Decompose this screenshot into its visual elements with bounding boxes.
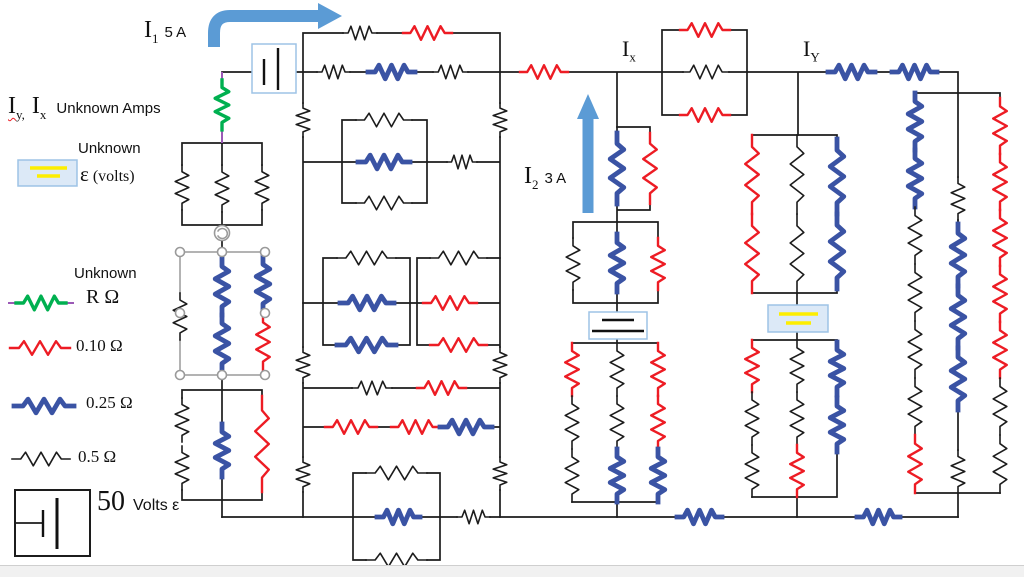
i2-value: 3 A: [544, 170, 567, 187]
selected-group-resistors: [172, 256, 270, 372]
battery-plates: [262, 48, 280, 90]
legend-emf-line2: ε (volts): [80, 164, 135, 186]
ladder-wires: [302, 257, 501, 518]
legend-50v-label: 50 Volts ε: [97, 488, 179, 516]
battery-plates: [779, 312, 818, 325]
slide-footer-strip: [0, 565, 1024, 577]
legend-runknown-line1: Unknown: [74, 265, 137, 282]
resize-handle[interactable]: [259, 307, 271, 319]
legend-graphics: [8, 159, 91, 557]
resize-handle[interactable]: [216, 246, 228, 258]
legend-ix-symbol: Ix: [31, 93, 47, 122]
legend-emf-line1: Unknown: [78, 140, 141, 157]
legend-red-label: 0.10 Ω: [76, 336, 123, 355]
arrow-shaft: [208, 10, 319, 47]
arrow-head-icon: [318, 3, 342, 29]
iy-label: IY: [803, 36, 820, 65]
resize-handle[interactable]: [259, 369, 271, 381]
selection-handles[interactable]: [174, 224, 271, 381]
resize-handle[interactable]: [174, 369, 186, 381]
resize-handle[interactable]: [216, 369, 228, 381]
i1-symbol: I1: [144, 17, 159, 46]
ix-box-wires: [661, 29, 959, 178]
epsilon-symbol: ε: [80, 162, 89, 186]
battery-outline: [588, 311, 648, 340]
battery-50v-middle: [588, 311, 648, 340]
middle-ladder-resistors: [295, 250, 508, 493]
resize-handle[interactable]: [259, 246, 271, 258]
i2-symbol: I2: [524, 163, 539, 192]
legend-amps-label: Iy, Ix Unknown Amps: [8, 93, 161, 122]
legend-black-swatch: [11, 451, 71, 467]
resize-handle[interactable]: [174, 246, 186, 258]
battery-unknown-emf: [767, 304, 829, 333]
left-parallel-group-1: [174, 164, 270, 213]
ix-label: Ix: [622, 36, 636, 65]
rotate-handle-icon: [216, 227, 229, 240]
legend-red-swatch: [8, 340, 72, 356]
legend-runknown-line2: R Ω: [86, 286, 120, 308]
i2-label: I2 3 A: [524, 163, 567, 192]
i1-current-arrow: [208, 3, 342, 47]
unknown-resistor-leads: [8, 72, 223, 304]
top-left-network-wires: [221, 32, 663, 304]
arrow-head-icon: [577, 94, 599, 119]
resize-handle[interactable]: [174, 307, 186, 319]
ix-symbol: Ix: [622, 36, 636, 65]
legend-unknown-emf-swatch: [17, 159, 78, 187]
legend-50v-value: 50: [97, 486, 125, 517]
i2-current-arrow: [577, 94, 599, 213]
iy-symbol: IY: [803, 36, 820, 65]
i1-label: I1 5 A: [144, 17, 187, 46]
legend-50v-text: Volts ε: [133, 497, 180, 514]
battery-outline: [767, 304, 829, 333]
battery-outline: [251, 43, 297, 94]
legend-blue-swatch: [14, 399, 74, 413]
legend-amps-text: Unknown Amps: [56, 100, 161, 117]
legend-unknown-emf-plates: [30, 166, 67, 178]
bottom-rail-wires: [221, 472, 959, 561]
battery-plates: [592, 318, 644, 333]
ix-parallel-box-resistors: [678, 22, 731, 123]
legend-blue-label: 0.25 Ω: [86, 393, 133, 412]
legend-emf-unit: (volts): [92, 168, 135, 185]
legend-unknown-r-swatch: [14, 294, 68, 312]
legend-iy-symbol: Iy,: [8, 93, 25, 122]
i1-value: 5 A: [164, 24, 187, 41]
unknown-resistor: [213, 78, 231, 132]
battery-50v-top: [251, 43, 297, 94]
legend-black-label: 0.5 Ω: [78, 447, 117, 466]
